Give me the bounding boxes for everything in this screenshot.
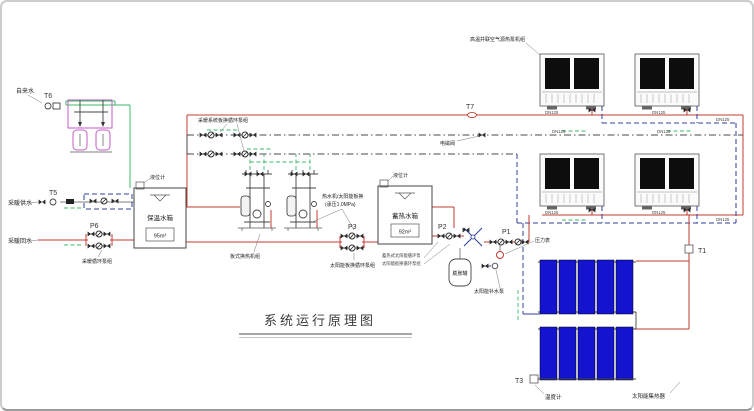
heat-pump-units-label: 高温并联空气源热泵机组: [470, 36, 525, 43]
pressure-gauge: 压力表: [496, 237, 550, 259]
buffer-tank: 保温水箱 95m³ 液位计: [133, 174, 187, 249]
drawing-title-block: 系统运行原理图: [239, 313, 412, 338]
pump-group-p1: P1: [490, 229, 529, 245]
sensor-t7-label: T7: [466, 104, 474, 111]
solar-panel: [539, 326, 558, 381]
makeup-pump: 太阳能补水泵: [474, 262, 504, 295]
tap-water-inlet: 自来水 T6: [16, 87, 61, 110]
p3-group-label: 太阳能板换循环泵组: [330, 262, 375, 269]
hx-note-line2: (承压1.0MPa): [325, 201, 356, 208]
heat-pump-unit-2: [634, 53, 700, 110]
solar-panel: [558, 259, 577, 315]
solenoid-valve-label: 电磁阀: [440, 140, 455, 147]
solar-panel: [558, 326, 577, 381]
storage-tank-volume: 92m³: [399, 230, 412, 236]
solar-panel: [615, 259, 634, 315]
buffer-tank-name: 保温水箱: [147, 213, 174, 222]
tap-water-label: 自来水: [16, 87, 34, 95]
expansion-tank-label: 膨胀罐: [452, 270, 467, 277]
sensor-t3-icon: [529, 374, 539, 384]
sensor-t5-label: T5: [49, 190, 57, 197]
storage-level-gauge-label: 液位计: [393, 172, 408, 179]
solar-panel: [577, 259, 596, 315]
hx-pump-group-label: 采暖系统板换循环泵组: [198, 117, 248, 124]
pipe-label-dn125: DN125: [716, 117, 730, 122]
heating-return-label: 采暖回水: [8, 237, 32, 245]
hx-units-label: 板式换热机组: [230, 253, 260, 260]
heating-pump-group-label: 采暖循环泵组: [82, 258, 112, 265]
heating-loop-pump-groups: 采暖系统板换循环泵组: [198, 117, 256, 157]
expansion-tank: 膨胀罐: [448, 248, 472, 287]
pipe-label-dn125: DN125: [652, 210, 666, 215]
thermometer-label: 温度计: [545, 393, 562, 401]
solar-panel: [615, 326, 634, 381]
solar-collector-field: T1 T3 温度计 太阳能集热器: [515, 244, 706, 401]
sensor-t6-label: T6: [44, 93, 52, 100]
pipe-network: [38, 100, 744, 380]
pump-p2-label: P2: [438, 224, 447, 231]
pump-p1-label: P1: [502, 229, 511, 236]
sensor-t7-icon: [467, 111, 477, 119]
solar-panel: [596, 326, 615, 381]
makeup-pump-label: 太阳能补水泵: [474, 288, 504, 295]
heat-pump-unit-4: [634, 153, 700, 210]
collector-row-2: [539, 326, 634, 381]
storage-tank-name: 蓄热水箱: [392, 211, 419, 220]
solar-panel: [596, 259, 615, 315]
hx-note: 热水机/太阳能板换 (承压1.0MPa): [311, 193, 363, 231]
solar-panel: [577, 326, 596, 381]
heat-pump-field: 高温并联空气源热泵机组 DN125 DN125 DN125 DN125 DN12…: [470, 36, 730, 222]
heat-pump-unit-1: [539, 53, 605, 110]
level-gauge-icon: [135, 181, 145, 190]
buffer-level-gauge-label: 液位计: [150, 174, 165, 181]
pipe-label-dn125: DN125: [552, 129, 566, 134]
heating-return-row: 采暖回水 P6 采暖循环泵组: [8, 223, 113, 265]
p2-group-label-1: 蓄热式太阳能循环泵: [382, 252, 421, 259]
heat-pump-unit-3: [539, 153, 605, 210]
pump-group-p2: P2 蓄热式太阳能循环泵 太阳能板换循环泵组: [382, 224, 460, 267]
heat-exchanger-skid-1: [238, 170, 276, 231]
solar-collectors-label: 太阳能集热器: [632, 392, 666, 400]
buffer-tank-volume: 95m³: [154, 234, 167, 240]
pipe-label-dn125: DN125: [545, 210, 559, 215]
pump-group-p3: P3 太阳能板换循环泵组: [330, 224, 375, 269]
heat-exchanger-skid-2: [284, 170, 322, 231]
sensor-t1-label: T1: [698, 248, 706, 255]
water-meter-icon: [44, 102, 61, 110]
pump-group-p6: [85, 231, 113, 249]
hx-note-line1: 热水机/太阳能板换: [322, 193, 363, 200]
p2-group-label-2: 太阳能板换循环泵组: [382, 260, 421, 267]
sensor-t1-icon: [684, 244, 694, 254]
storage-tank: 蓄热水箱 92m³ 液位计: [377, 172, 433, 245]
sensor-t7: T7: [466, 104, 477, 119]
solenoid-valve: 电磁阀: [440, 132, 486, 147]
sensor-t3-label: T3: [515, 378, 523, 385]
cross-fitting: [462, 227, 483, 247]
pipe-label-dn125: DN125: [716, 217, 730, 222]
pipe-label-dn125: DN125: [657, 129, 671, 134]
drawing-title: 系统运行原理图: [264, 313, 376, 328]
pressure-gauge-icon: [496, 251, 504, 259]
pressure-gauge-label: 压力表: [535, 237, 550, 244]
water-softener-unit: [67, 99, 113, 153]
collector-row-1: [539, 259, 634, 315]
level-gauge-icon: [379, 179, 389, 188]
pipe-label-dn125: DN125: [545, 110, 559, 115]
heating-supply-row: 采暖供水 T5: [8, 190, 133, 210]
pump-p3-label: P3: [348, 224, 357, 231]
pump-p6-label: P6: [90, 223, 99, 230]
pipe-label-dn125: DN125: [652, 110, 666, 115]
solar-panel: [539, 259, 558, 315]
heating-supply-label: 采暖供水: [8, 199, 32, 207]
